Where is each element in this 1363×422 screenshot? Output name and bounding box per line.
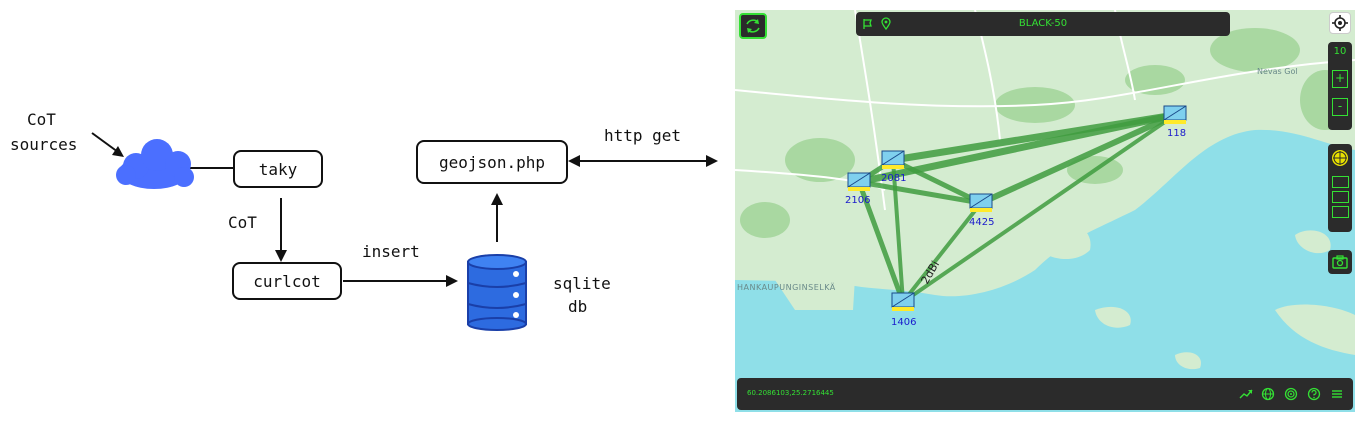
globe-icon[interactable]	[1261, 387, 1275, 401]
zoom-out-button[interactable]: -	[1332, 98, 1348, 116]
node-label-2106[interactable]: 2106	[845, 195, 871, 206]
place-label-left: HANKAUPUNGINSELKÄ	[737, 283, 836, 292]
coordinates-readout: 60.2086103,25.2716445	[747, 389, 834, 397]
curlcot-node: curlcot	[232, 262, 342, 300]
taky-curlcot-arrowhead	[275, 250, 287, 262]
flag-icon[interactable]	[862, 18, 874, 30]
node-icon-118	[1163, 105, 1187, 124]
link-4425-118	[978, 112, 1178, 206]
link-2081-1406	[891, 158, 905, 304]
camera-button[interactable]	[1328, 250, 1352, 274]
network-links	[855, 111, 1179, 305]
cot-sources-line1: CoT	[27, 110, 56, 129]
curlcot-db-arrowhead	[446, 275, 458, 287]
layer-option-3[interactable]	[1332, 206, 1349, 218]
geojson-node: geojson.php	[416, 140, 568, 184]
diagram-connectors	[91, 132, 718, 331]
zoom-in-button[interactable]: +	[1332, 70, 1348, 88]
http-get-arrowhead-right	[706, 155, 718, 167]
node-icons	[847, 105, 1187, 311]
node-label-2081[interactable]: 2081	[881, 173, 907, 184]
layer-option-1[interactable]	[1332, 176, 1349, 188]
location-pin-icon[interactable]	[880, 17, 892, 31]
link-1406-118	[901, 113, 1177, 304]
radar-icon[interactable]	[1284, 387, 1298, 401]
menu-icon[interactable]	[1330, 387, 1344, 401]
link-2106-4425	[856, 179, 984, 206]
map-canvas	[735, 10, 1355, 370]
sources-arrow	[91, 132, 119, 153]
locate-button[interactable]	[1329, 12, 1351, 34]
zoom-control: 10 + -	[1328, 42, 1352, 130]
sqlite-label-line2: db	[568, 297, 588, 316]
sources-arrowhead	[112, 146, 124, 157]
layer-control	[1328, 144, 1352, 232]
callsign-label: BLACK-50	[1018, 18, 1068, 29]
cot-sources-line2: sources	[10, 135, 78, 154]
zoom-level: 10	[1333, 46, 1347, 57]
link-2081-4425	[890, 157, 984, 206]
crosshair-icon	[1332, 15, 1348, 31]
curlcot-label: curlcot	[253, 271, 321, 291]
node-icon-4425	[969, 193, 993, 212]
http-get-arrowhead-left	[568, 155, 580, 167]
db-geojson-arrowhead	[491, 193, 503, 205]
database-icon	[467, 254, 527, 331]
target-icon[interactable]	[1330, 148, 1350, 168]
node-label-1406[interactable]: 1406	[891, 317, 917, 328]
insert-label: insert	[362, 242, 420, 261]
help-icon[interactable]	[1307, 387, 1321, 401]
taky-label: taky	[258, 159, 298, 179]
bottom-bar: 60.2086103,25.2716445	[737, 378, 1353, 410]
sqlite-label-line1: sqlite	[553, 274, 611, 293]
link-2106-1406	[856, 179, 906, 305]
trend-icon[interactable]	[1239, 387, 1253, 401]
node-icon-2081	[881, 150, 905, 169]
refresh-icon	[746, 19, 760, 33]
top-bar: BLACK-50	[856, 12, 1230, 36]
place-label-right: Nevas Gol	[1257, 67, 1298, 76]
camera-icon	[1332, 255, 1348, 269]
node-label-4425[interactable]: 4425	[969, 217, 995, 228]
link-4425-1406	[901, 201, 983, 304]
cloud-icon	[116, 139, 194, 189]
refresh-button[interactable]	[739, 13, 767, 39]
node-icon-1406	[891, 292, 915, 311]
node-label-118[interactable]: 118	[1167, 128, 1187, 139]
taky-node: taky	[233, 150, 323, 188]
link-2081-118	[889, 111, 1179, 164]
node-icon-2106	[847, 172, 871, 191]
layer-option-2[interactable]	[1332, 191, 1349, 203]
cot-arrow-label: CoT	[228, 213, 257, 232]
http-get-label: http get	[604, 126, 682, 145]
geojson-label: geojson.php	[439, 152, 545, 172]
map-view[interactable]: HANKAUPUNGINSELKÄ Nevas Gol 2dBi 2106 20…	[735, 10, 1355, 412]
